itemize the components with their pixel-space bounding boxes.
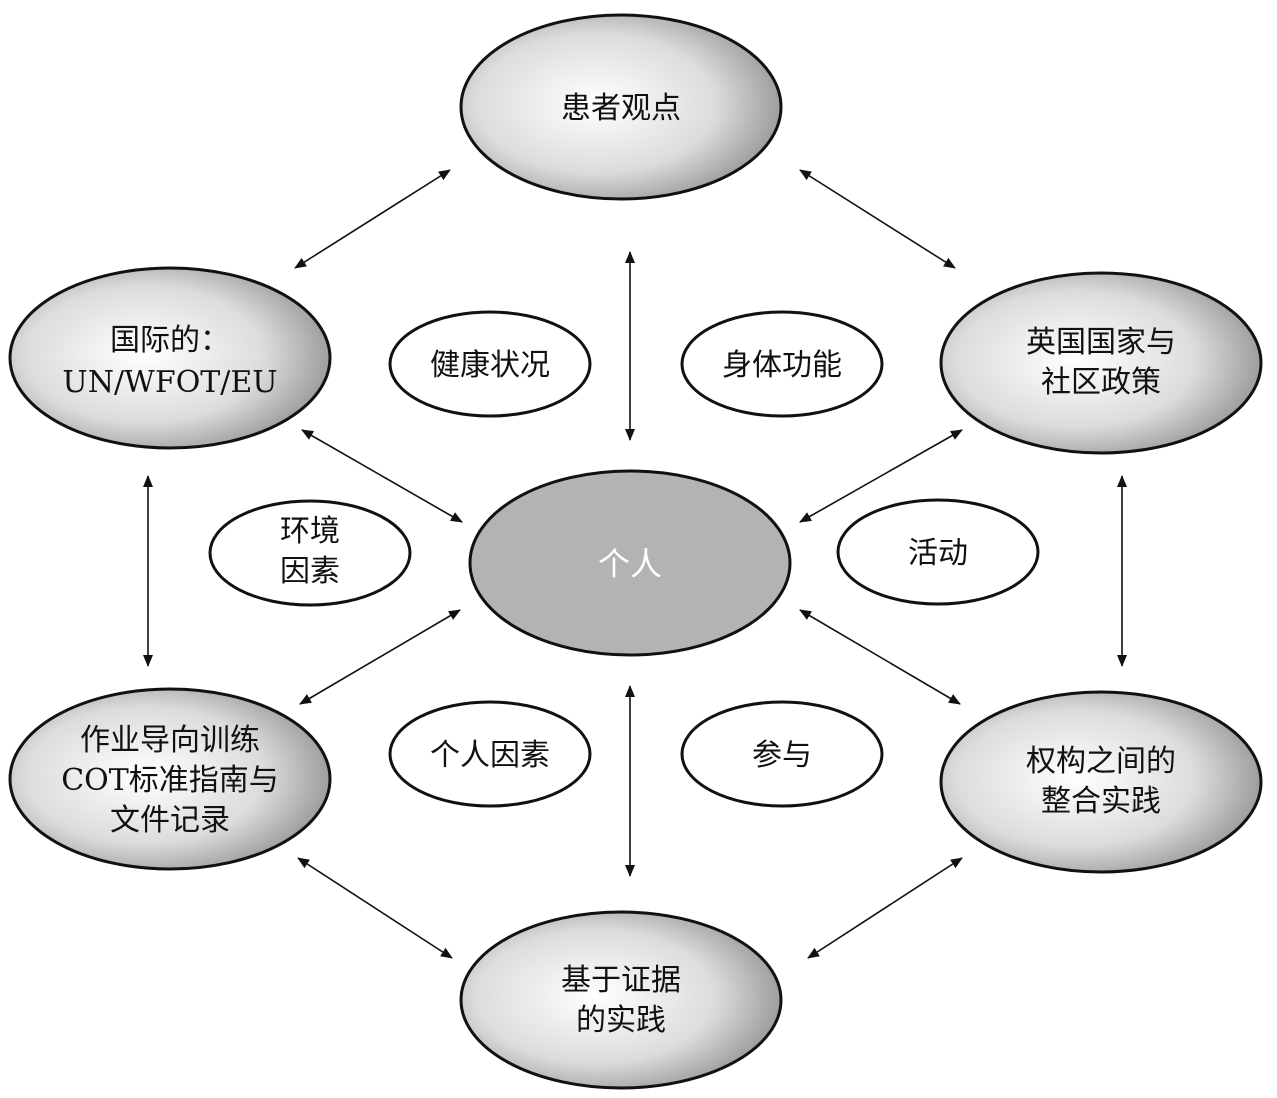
arrow-upperleft-center [301, 429, 463, 523]
node-international-line2: UN/WFOT/EU [62, 365, 277, 400]
node-evidence-based: 基于证据 的实践 [459, 910, 783, 1090]
arrow-top-upperleft [294, 169, 451, 269]
node-cot-guidelines-line1: 作业导向训练 [80, 723, 260, 758]
node-integrated-practice: 权构之间的 整合实践 [939, 690, 1263, 874]
node-participation-label: 参与 [752, 738, 812, 773]
connector-arrows [143, 169, 1127, 959]
node-environment-factors: 环境 因素 [208, 499, 412, 607]
node-patient-perspective: 患者观点 [459, 13, 783, 201]
node-cot-guidelines-line2: COT标准指南与 [61, 763, 279, 798]
node-participation: 参与 [680, 700, 884, 808]
node-uk-policy: 英国国家与 社区政策 [939, 271, 1263, 455]
node-international: 国际的： UN/WFOT/EU [8, 266, 332, 450]
node-health-condition-label: 健康状况 [430, 348, 550, 383]
node-center-label: 个人 [598, 545, 662, 583]
node-body-function: 身体功能 [680, 310, 884, 418]
arrow-top-upperright [799, 169, 956, 269]
node-body-function-label: 身体功能 [722, 348, 842, 383]
node-personal-factors-label: 个人因素 [430, 738, 550, 773]
node-uk-policy-line2: 社区政策 [1041, 365, 1161, 400]
arrow-lowerright-bottom [807, 857, 963, 959]
node-health-condition: 健康状况 [388, 310, 592, 418]
node-uk-policy-line1: 英国国家与 [1026, 325, 1176, 360]
arrow-lowerleft-bottom [297, 857, 453, 959]
node-evidence-based-line1: 基于证据 [561, 963, 681, 998]
node-integrated-practice-line1: 权构之间的 [1026, 744, 1176, 779]
node-patient-perspective-line1: 患者观点 [561, 91, 681, 126]
node-activity-label: 活动 [908, 536, 968, 571]
node-activity: 活动 [836, 498, 1040, 606]
node-center-person: 个人 [468, 469, 792, 657]
arrow-center-lowerleft [299, 609, 461, 705]
node-integrated-practice-line2: 整合实践 [1041, 784, 1161, 819]
node-cot-guidelines-line3: 文件记录 [110, 803, 230, 838]
arrow-center-lowerright [799, 609, 961, 705]
node-environment-factors-line1: 环境 [280, 514, 340, 549]
node-international-line1: 国际的： [110, 323, 230, 358]
node-environment-factors-line2: 因素 [280, 554, 340, 589]
node-personal-factors: 个人因素 [388, 700, 592, 808]
node-cot-guidelines: 作业导向训练 COT标准指南与 文件记录 [8, 687, 332, 871]
arrow-upperright-center [799, 429, 963, 523]
node-evidence-based-line2: 的实践 [576, 1003, 666, 1038]
